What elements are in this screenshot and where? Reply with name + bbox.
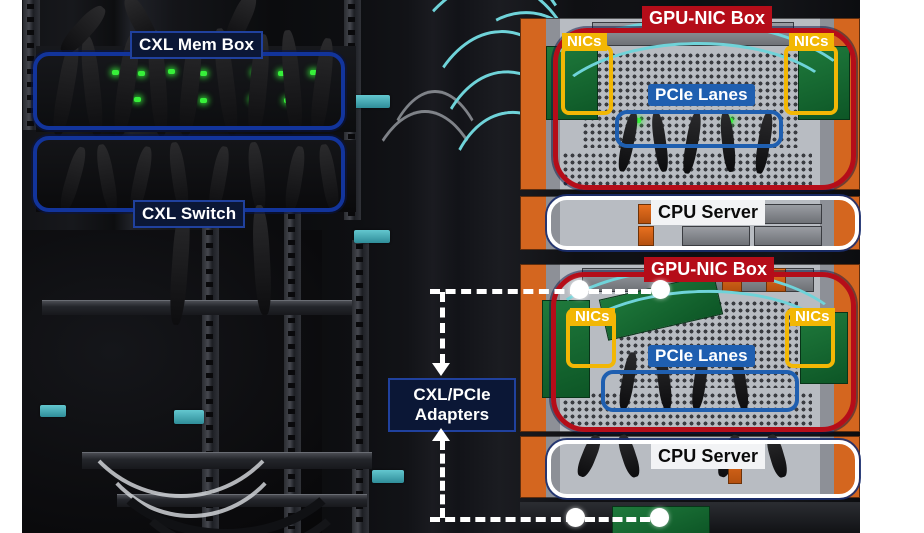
adapter-leader-bottom: [430, 517, 576, 522]
cxl-switch-label: CXL Switch: [133, 200, 246, 228]
status-led: [138, 71, 145, 76]
nics-top-right-outline: [784, 45, 838, 115]
blue-cable-tie-6: [40, 405, 66, 417]
adapter-arrow-down-head: [432, 428, 450, 441]
status-led: [634, 118, 641, 123]
adapter-leader-vertical-upper: [440, 292, 445, 364]
status-led: [200, 98, 207, 103]
nics-top-right-label: NICs: [789, 33, 834, 51]
adapter-endpoint-dot: [650, 508, 669, 527]
drive-bay: [754, 226, 822, 246]
nics-bottom-right-label: NICs: [790, 308, 835, 326]
cxl-pcie-adapters-label-line2: Adapters: [414, 404, 490, 424]
pcie-lanes-top-label: PCIe Lanes: [648, 84, 755, 106]
drive-handle: [638, 226, 654, 246]
blue-cable-tie-5: [372, 470, 404, 483]
status-led: [112, 70, 119, 75]
cable-bundle: [367, 90, 503, 426]
cxl-pcie-adapters-label-line1: CXL/PCIe: [413, 385, 491, 404]
adapter-leader-top-segment-2: [589, 289, 651, 294]
nics-top-left-label: NICs: [562, 33, 607, 51]
pcie-lanes-bottom-outline: [601, 370, 799, 412]
cxl-mem-box-label: CXL Mem Box: [130, 31, 264, 59]
status-led: [278, 71, 285, 76]
adapter-endpoint-dot: [570, 280, 589, 299]
nics-bottom-left-label: NICs: [570, 308, 615, 326]
adapter-leader-top: [430, 289, 580, 294]
cxl-mem-box-outline: [33, 52, 345, 130]
cpu-server-top-outline: [547, 196, 859, 250]
cxl-pcie-adapters-label: CXL/PCIe Adapters: [388, 378, 516, 433]
status-led: [168, 69, 175, 74]
blue-cable-tie-2: [354, 95, 390, 108]
adapter-endpoint-dot: [566, 508, 585, 527]
status-led: [200, 71, 207, 76]
pcie-lanes-bottom-label: PCIe Lanes: [648, 345, 755, 367]
pcie-lanes-top-outline: [615, 110, 783, 148]
nics-top-left-outline: [561, 45, 613, 115]
cpu-server-bottom-label: CPU Server: [651, 444, 766, 469]
drive-bay: [682, 226, 750, 246]
adapter-leader-bottom-segment-2: [585, 517, 650, 522]
status-led: [310, 70, 317, 75]
adapter-arrow-up-head: [432, 363, 450, 376]
gpu-nic-box-bottom-label: GPU-NIC Box: [644, 257, 775, 282]
cpu-server-bottom-outline: [547, 440, 859, 498]
gpu-nic-box-top-label: GPU-NIC Box: [642, 6, 773, 31]
status-led: [134, 97, 141, 102]
cpu-server-top-label: CPU Server: [651, 200, 766, 225]
adapter-endpoint-dot: [651, 280, 670, 299]
adapter-leader-vertical-lower: [440, 440, 445, 518]
